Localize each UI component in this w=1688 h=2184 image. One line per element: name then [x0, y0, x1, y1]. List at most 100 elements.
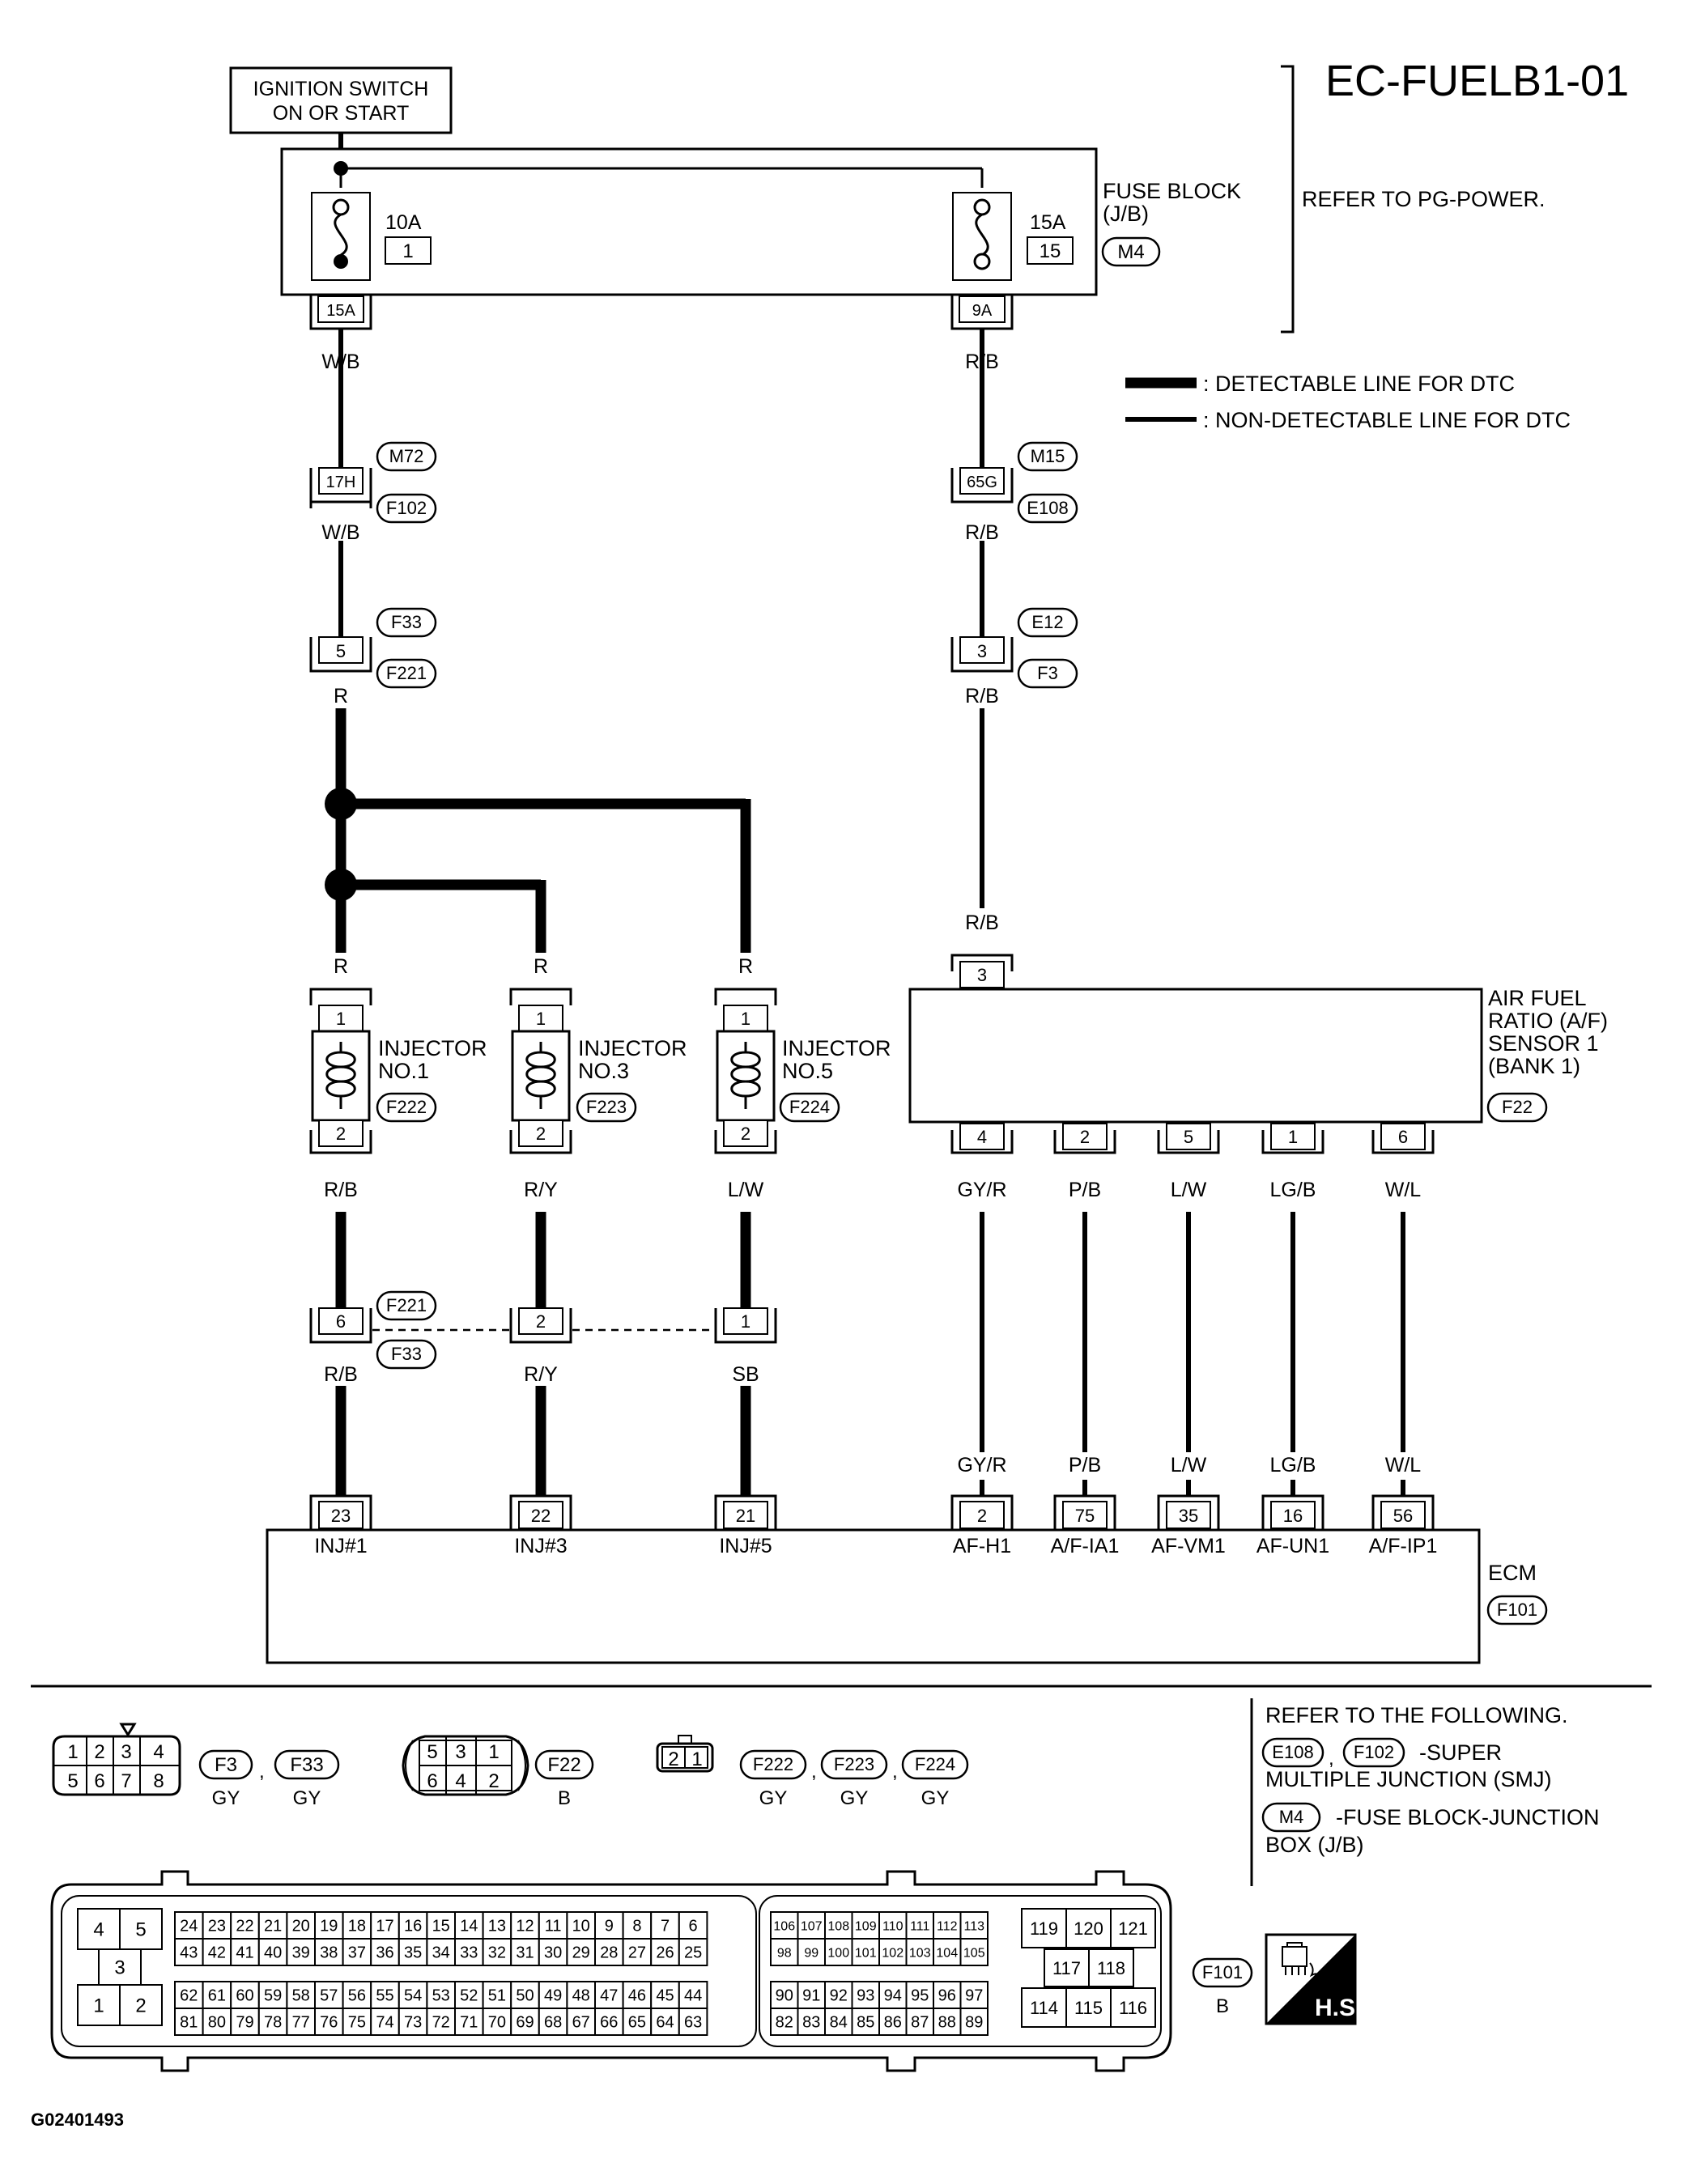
connector-f3-f33-face: 1 2 3 4 5 6 7 8	[52, 1723, 181, 1796]
ecm-pin-number: 51	[488, 1987, 506, 2005]
label-inj1-out: R/B	[324, 1179, 358, 1201]
ecm-pin-number: 4	[93, 1919, 104, 1941]
ecm-pin-number: 64	[656, 2014, 674, 2032]
ecm-pin-number: 100	[827, 1946, 849, 1960]
injector-5-name-2: NO.5	[782, 1059, 833, 1083]
ecm-pin-number: 83	[802, 2014, 820, 2032]
svg-text:2: 2	[536, 1311, 546, 1332]
conn-f222-color: GY	[759, 1787, 788, 1809]
ecm-pin-cell	[1088, 1948, 1134, 1987]
svg-text:3: 3	[977, 641, 987, 661]
svg-text:2: 2	[536, 1124, 546, 1144]
label-r-inj5: R	[738, 955, 753, 978]
ecm-pin-number: 7	[661, 1918, 670, 1935]
ecm-pin-number: 93	[857, 1987, 874, 2005]
ecm-pin-number: 65	[628, 2014, 646, 2032]
ecm-pin-cell	[678, 2008, 708, 2036]
conn-comma-1: ,	[259, 1761, 265, 1782]
ecm-pin-number: 121	[1118, 1918, 1148, 1939]
junction-3-top: E12	[1031, 612, 1063, 632]
ecm-label: ECM	[1488, 1561, 1537, 1585]
ecm-pin-number: 30	[544, 1944, 562, 1962]
fuse-block-label-2: (J/B)	[1103, 202, 1149, 226]
conn-f22-pill	[534, 1749, 594, 1780]
fuse-block-label-1: FUSE BLOCK	[1103, 179, 1241, 203]
ecm-pin-cell	[797, 2008, 826, 2036]
ecm-pin-number: 45	[656, 1987, 674, 2005]
label-r-b-mid: R/B	[965, 521, 999, 544]
ecm-pin-number: 72	[432, 2014, 450, 2032]
conn-f223-name: F223	[834, 1754, 874, 1774]
ignition-switch-box	[229, 66, 453, 134]
ecm-pin-cell	[851, 1911, 880, 1940]
injector-5: 1 2	[714, 988, 777, 1154]
ecm-label-af-2: A/F-IA1	[1051, 1535, 1120, 1557]
conn-f222-name: F222	[753, 1754, 793, 1774]
ecm-pin-number: 13	[488, 1918, 506, 1935]
injector-1-connector: F222	[386, 1097, 427, 1117]
splice-inj5	[325, 788, 357, 820]
injector-5-coil-icon	[730, 1042, 761, 1109]
conn-f3-pill	[198, 1749, 253, 1780]
ecm-pin-cell	[959, 1911, 989, 1940]
refer-m4: M4	[1279, 1807, 1304, 1827]
ecm-pin-number: 113	[963, 1919, 984, 1933]
label-af-ecm-4: LG/B	[1270, 1454, 1316, 1477]
junction-5-top: F33	[391, 612, 422, 632]
svg-text:2: 2	[1080, 1127, 1090, 1147]
ecm-pin-number: 111	[910, 1919, 929, 1933]
ecm-pin-23: 23	[309, 1494, 372, 1530]
ecm-pin-number: 40	[264, 1944, 282, 1962]
injector-1: 1 2	[309, 988, 372, 1154]
injector-3: 1 2	[509, 988, 572, 1154]
ecm-pin-number: 37	[348, 1944, 366, 1962]
ecm-pin-cell	[770, 2008, 799, 2036]
af-sensor-pin-2: 2	[1053, 1123, 1116, 1154]
ecm-pin-number: 75	[348, 2014, 366, 2032]
injector-3-connector: F223	[586, 1097, 627, 1117]
label-inj1-ecm: R/B	[324, 1363, 358, 1386]
ecm-pin-number: 9	[605, 1918, 614, 1935]
ecm-pin-number: 86	[884, 2014, 902, 2032]
ecm-pin-cell	[1110, 1987, 1156, 2028]
ecm-pin-cell	[538, 2008, 568, 2036]
ecm-pin-cell	[342, 1981, 372, 2009]
ecm-pin-cell	[314, 1938, 344, 1966]
ecm-pin-cell	[797, 1911, 826, 1940]
junction-3-bottom: F3	[1037, 663, 1058, 683]
ecm-pin-number: 48	[572, 1987, 590, 2005]
label-af-wire-5: W/L	[1385, 1179, 1422, 1201]
label-inj3-ecm: R/Y	[524, 1363, 558, 1386]
ecm-pin-number: 52	[460, 1987, 478, 2005]
ecm-pin-number: 35	[404, 1944, 422, 1962]
label-r-b-low: R/B	[965, 685, 999, 707]
junction-5: 5	[309, 636, 372, 673]
conn-f223-color: GY	[840, 1787, 869, 1809]
ecm-pin-number: 99	[804, 1946, 818, 1960]
ecm-pin-number: 2	[135, 1995, 146, 2017]
ecm-pin-number: 12	[516, 1918, 534, 1935]
ecm-pin-number: 67	[572, 2014, 590, 2032]
junction-3: 3	[950, 636, 1014, 673]
ecm-pin-number: 88	[938, 2014, 956, 2032]
conn-f22-name: F22	[547, 1754, 580, 1776]
conn-fuse-1-out: 15A	[309, 295, 372, 330]
injector-5-name-1: INJECTOR	[782, 1036, 891, 1060]
svg-text:6: 6	[427, 1770, 437, 1792]
ecm-pin-number: 104	[936, 1946, 958, 1960]
ecm-pin-number: 112	[937, 1919, 958, 1933]
refer-comma: ,	[1329, 1748, 1334, 1770]
af-sensor-pin-3: 5	[1157, 1123, 1220, 1154]
ecm-pin-number: 55	[376, 1987, 393, 2005]
fuse-1-terminal: 15A	[326, 302, 355, 320]
inj-junction-bottom: F33	[391, 1344, 422, 1364]
ecm-pin-number: 50	[516, 1987, 534, 2005]
ecm-pin-cell	[119, 1984, 163, 2026]
ecm-pin-number: 59	[264, 1987, 282, 2005]
svg-text:2: 2	[977, 1506, 987, 1526]
fuse-15-terminal-top	[973, 198, 991, 216]
fuse-1-number-box	[385, 236, 432, 265]
ecm-pin-number: 109	[855, 1919, 877, 1933]
conn-f33-name: F33	[290, 1754, 323, 1776]
ecm-pin-cell	[538, 1938, 568, 1966]
